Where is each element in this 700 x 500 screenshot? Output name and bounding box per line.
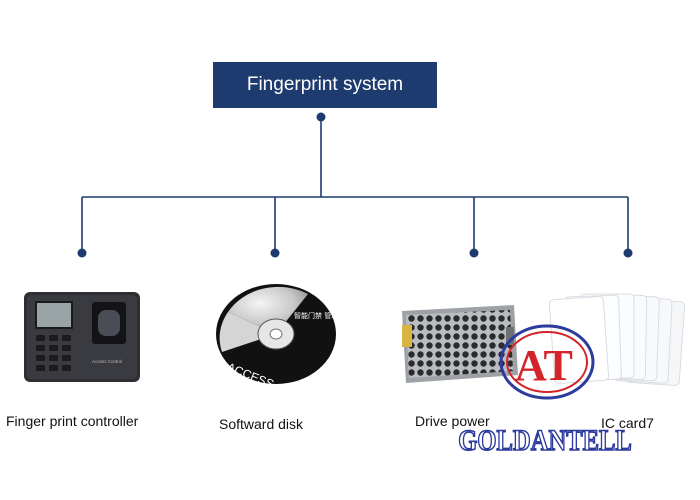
item-label-power: Drive power (415, 413, 490, 429)
root-node: Fingerprint system (213, 62, 437, 108)
branch-dot-2 (270, 248, 280, 258)
branch-dot-3 (469, 248, 479, 258)
ic-card-image (548, 293, 686, 387)
software-disk-image: ACCESS 智能门禁 管理系统 (216, 284, 336, 388)
item-label-card: IC card7 (601, 415, 654, 431)
branch-dot-4 (623, 248, 633, 258)
root-dot (316, 112, 326, 122)
item-label-disk: Softward disk (219, 416, 304, 432)
drive-power-image (402, 305, 518, 383)
branch-dot-1 (77, 248, 87, 258)
fingerprint-controller-image: Access Control (24, 292, 140, 382)
watermark-logo-letters: AT (515, 341, 573, 390)
disk-chinese-text: 智能门禁 管理系统 (294, 311, 336, 320)
item-label-controller: Finger print controller (6, 413, 139, 429)
watermark-brand: GOLDANTELL (458, 423, 633, 457)
watermark-logo: AT (499, 324, 595, 400)
root-label: Fingerprint system (246, 74, 404, 95)
controller-brand-text: Access Control (92, 359, 122, 364)
watermark-brand-text: GOLDANTELL (458, 424, 632, 457)
